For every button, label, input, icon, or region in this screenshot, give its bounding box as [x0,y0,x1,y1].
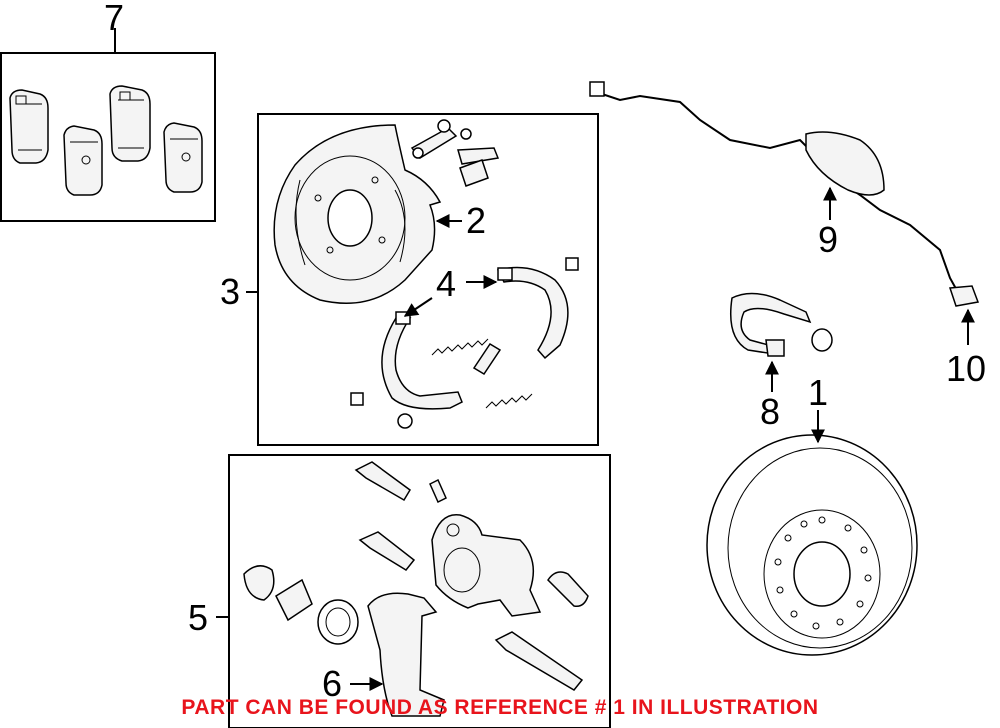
caliper-housing-icon [431,513,542,617]
guide-pin-icon [354,461,411,502]
callout-2: 2 [466,200,486,241]
parking-brake-group [246,113,599,446]
guide-pin-icon [358,531,416,571]
brake-pad-icon [163,122,203,193]
callout-9: 9 [818,219,838,260]
callout-4: 4 [436,263,456,304]
connector-icon [589,81,605,97]
callout-5: 5 [188,597,208,638]
brake-shoe-icon [496,266,569,360]
callout-8: 8 [760,391,780,432]
caliper-bracket-icon [367,592,445,717]
boot-icon [243,565,275,601]
callout-6: 6 [322,663,342,704]
hold-down-pin-icon [472,342,502,376]
parking-brake-box [257,113,599,446]
guide-pin-icon [494,631,584,691]
adjuster-icon [410,119,500,187]
sensor-bracket-icon [805,131,885,196]
seal-icon [317,599,359,645]
clip-icon [565,257,579,271]
brake-hose-group [730,292,833,392]
dust-shield-icon [273,124,442,304]
sensor-head-icon [948,285,980,307]
brake-pad-icon [9,89,49,164]
brake-rotor-group [706,410,918,656]
bushing-icon [547,571,589,608]
reference-footnote: PART CAN BE FOUND AS REFERENCE # 1 IN IL… [181,696,819,719]
clip-icon [397,413,413,429]
return-spring-icon [485,393,533,409]
sensor-wire-icon [595,91,961,297]
callout-3: 3 [220,271,240,312]
brake-pad-icon [109,85,151,162]
callout-10: 10 [946,348,986,389]
brake-shoe-icon [381,311,463,410]
bleeder-screw-icon [429,478,447,504]
return-spring-icon [431,338,489,356]
piston-icon [275,578,313,622]
brake-pad-set-group [0,28,216,222]
abs-sensor-wire-group [589,81,980,345]
caliper-box [228,454,611,728]
callout-1: 1 [808,372,828,413]
clip-icon [350,392,364,406]
pad-set-box [0,52,216,222]
callout-7: 7 [104,0,124,38]
caliper-group [216,454,611,728]
brake-hose-icon [730,292,812,355]
brake-pad-icon [63,125,103,196]
